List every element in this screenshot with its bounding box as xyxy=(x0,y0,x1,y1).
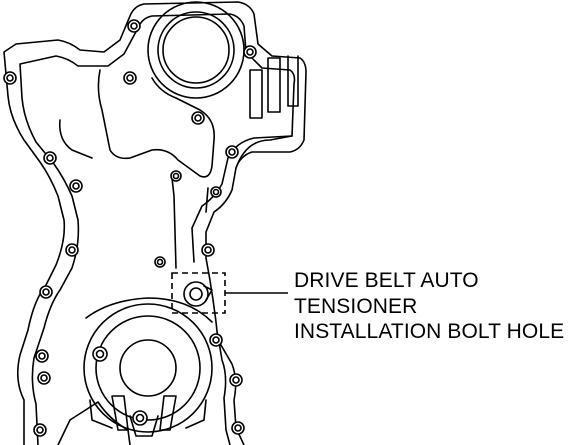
crank-seal-outer xyxy=(83,303,213,433)
tensioner-boss xyxy=(183,281,209,307)
upper-seal-inner xyxy=(157,11,235,89)
tensioner-bolt-hole xyxy=(189,287,203,301)
crank-seal-bore xyxy=(119,339,177,397)
bolt-bosses xyxy=(3,19,257,437)
callout-line-3: INSTALLATION BOLT HOLE xyxy=(294,320,565,343)
callout-line-1: DRIVE BELT AUTO xyxy=(294,269,479,292)
highlight-box xyxy=(171,272,226,314)
callout-line-2: TENSIONER xyxy=(294,294,418,318)
crank-seal-mid xyxy=(95,315,201,421)
cover-inner-outline xyxy=(19,13,296,445)
callout-label: DRIVE BELT AUTO TENSIONER INSTALLATION B… xyxy=(294,268,564,345)
